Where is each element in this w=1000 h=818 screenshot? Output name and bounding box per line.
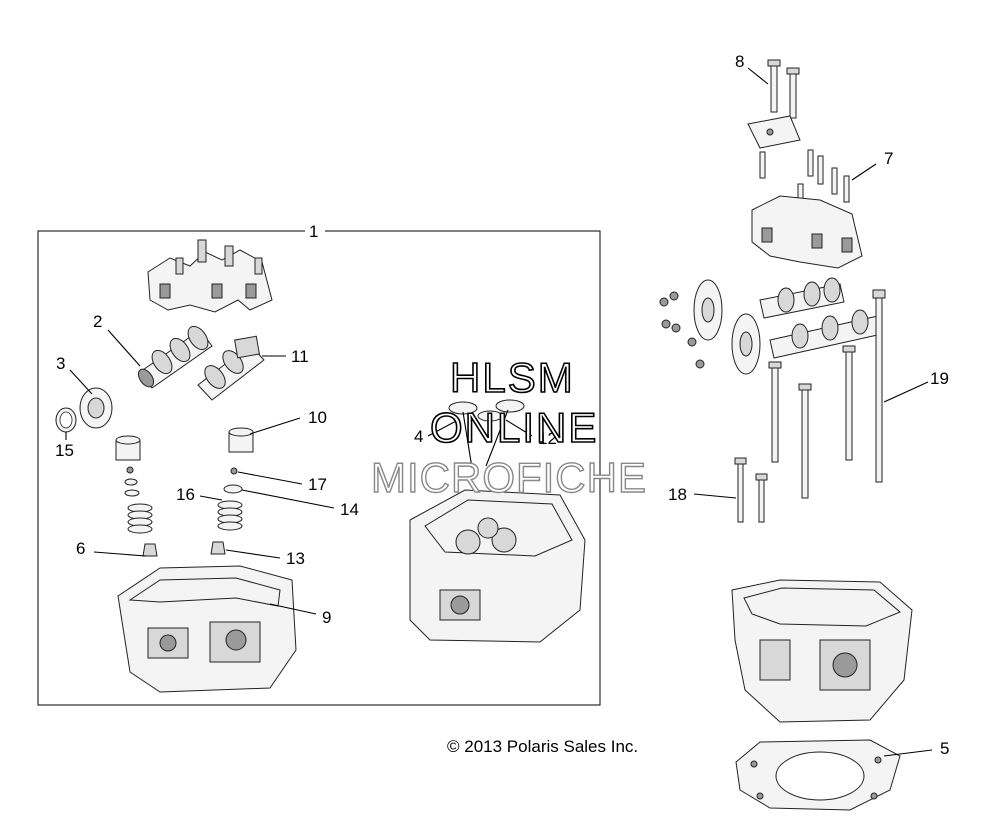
watermark-line-2: ONLINE: [430, 404, 598, 451]
callout-9: 9: [322, 608, 331, 627]
callout-labels: 1 2 3 4 5 6 7 8 9 10 11 12 13 14 15 16 1…: [55, 52, 949, 758]
callout-11: 11: [291, 347, 309, 366]
valve-spring-left: [127, 503, 153, 534]
tappet-left: [115, 435, 141, 461]
spring-retainer-14: [223, 484, 243, 494]
callout-3: 3: [56, 354, 65, 373]
watermark: HLSM ONLINE MICROFICHE: [370, 353, 647, 502]
camshaft-carrier-right: [751, 195, 863, 269]
leader-lines: [65, 67, 933, 757]
callout-17: 17: [308, 475, 327, 494]
callout-7: 7: [884, 149, 893, 168]
valve-seal-13: [210, 541, 226, 555]
callout-6: 6: [76, 539, 85, 558]
callout-4: 4: [414, 427, 423, 446]
chain-guide-plate: [747, 115, 801, 149]
bolts-7: [759, 149, 850, 207]
callout-18: 18: [668, 485, 687, 504]
bolts-8: [767, 59, 800, 119]
sprocket-hub-3: [79, 387, 113, 429]
callout-14: 14: [340, 500, 359, 519]
head-bolts-19: [768, 289, 886, 499]
camshaft-carrier-left: [147, 239, 273, 313]
callout-8: 8: [735, 52, 744, 71]
callout-10: 10: [308, 408, 327, 427]
cam-sprocket-upper: [693, 279, 723, 341]
callout-12: 12: [538, 429, 557, 448]
cylinder-head-9: [117, 565, 297, 693]
cylinder-head-middle: [409, 489, 586, 643]
camshaft-2: [137, 325, 213, 389]
cam-sprocket-lower: [731, 313, 761, 375]
valve-keepers-17: [230, 467, 238, 475]
callout-5: 5: [940, 739, 949, 758]
camshaft-11: [197, 335, 265, 401]
valve-spring-16: [217, 500, 243, 531]
cylinder-head-right: [731, 579, 913, 723]
camshaft-right-upper: [759, 277, 845, 319]
snap-ring-15: [55, 407, 77, 433]
callout-13: 13: [286, 549, 305, 568]
callout-2: 2: [93, 312, 102, 331]
watermark-line-3: MICROFICHE: [371, 454, 647, 501]
watermark-line-1: HLSM: [450, 354, 575, 401]
head-gasket-5: [735, 739, 901, 811]
callout-19: 19: [930, 369, 949, 388]
tappet-10: [228, 427, 254, 453]
valves-4-12: [448, 399, 525, 469]
callout-16: 16: [176, 485, 195, 504]
callout-15: 15: [55, 441, 74, 460]
callout-1: 1: [309, 222, 318, 241]
copyright-notice: © 2013 Polaris Sales Inc.: [447, 737, 638, 756]
valve-seal-6: [142, 543, 158, 557]
assembly-frame-1: [37, 230, 601, 706]
bolts-18: [734, 457, 768, 523]
sprocket-bolts: [659, 291, 705, 369]
camshaft-right-lower: [769, 309, 883, 359]
valve-keepers-left: [124, 466, 140, 497]
